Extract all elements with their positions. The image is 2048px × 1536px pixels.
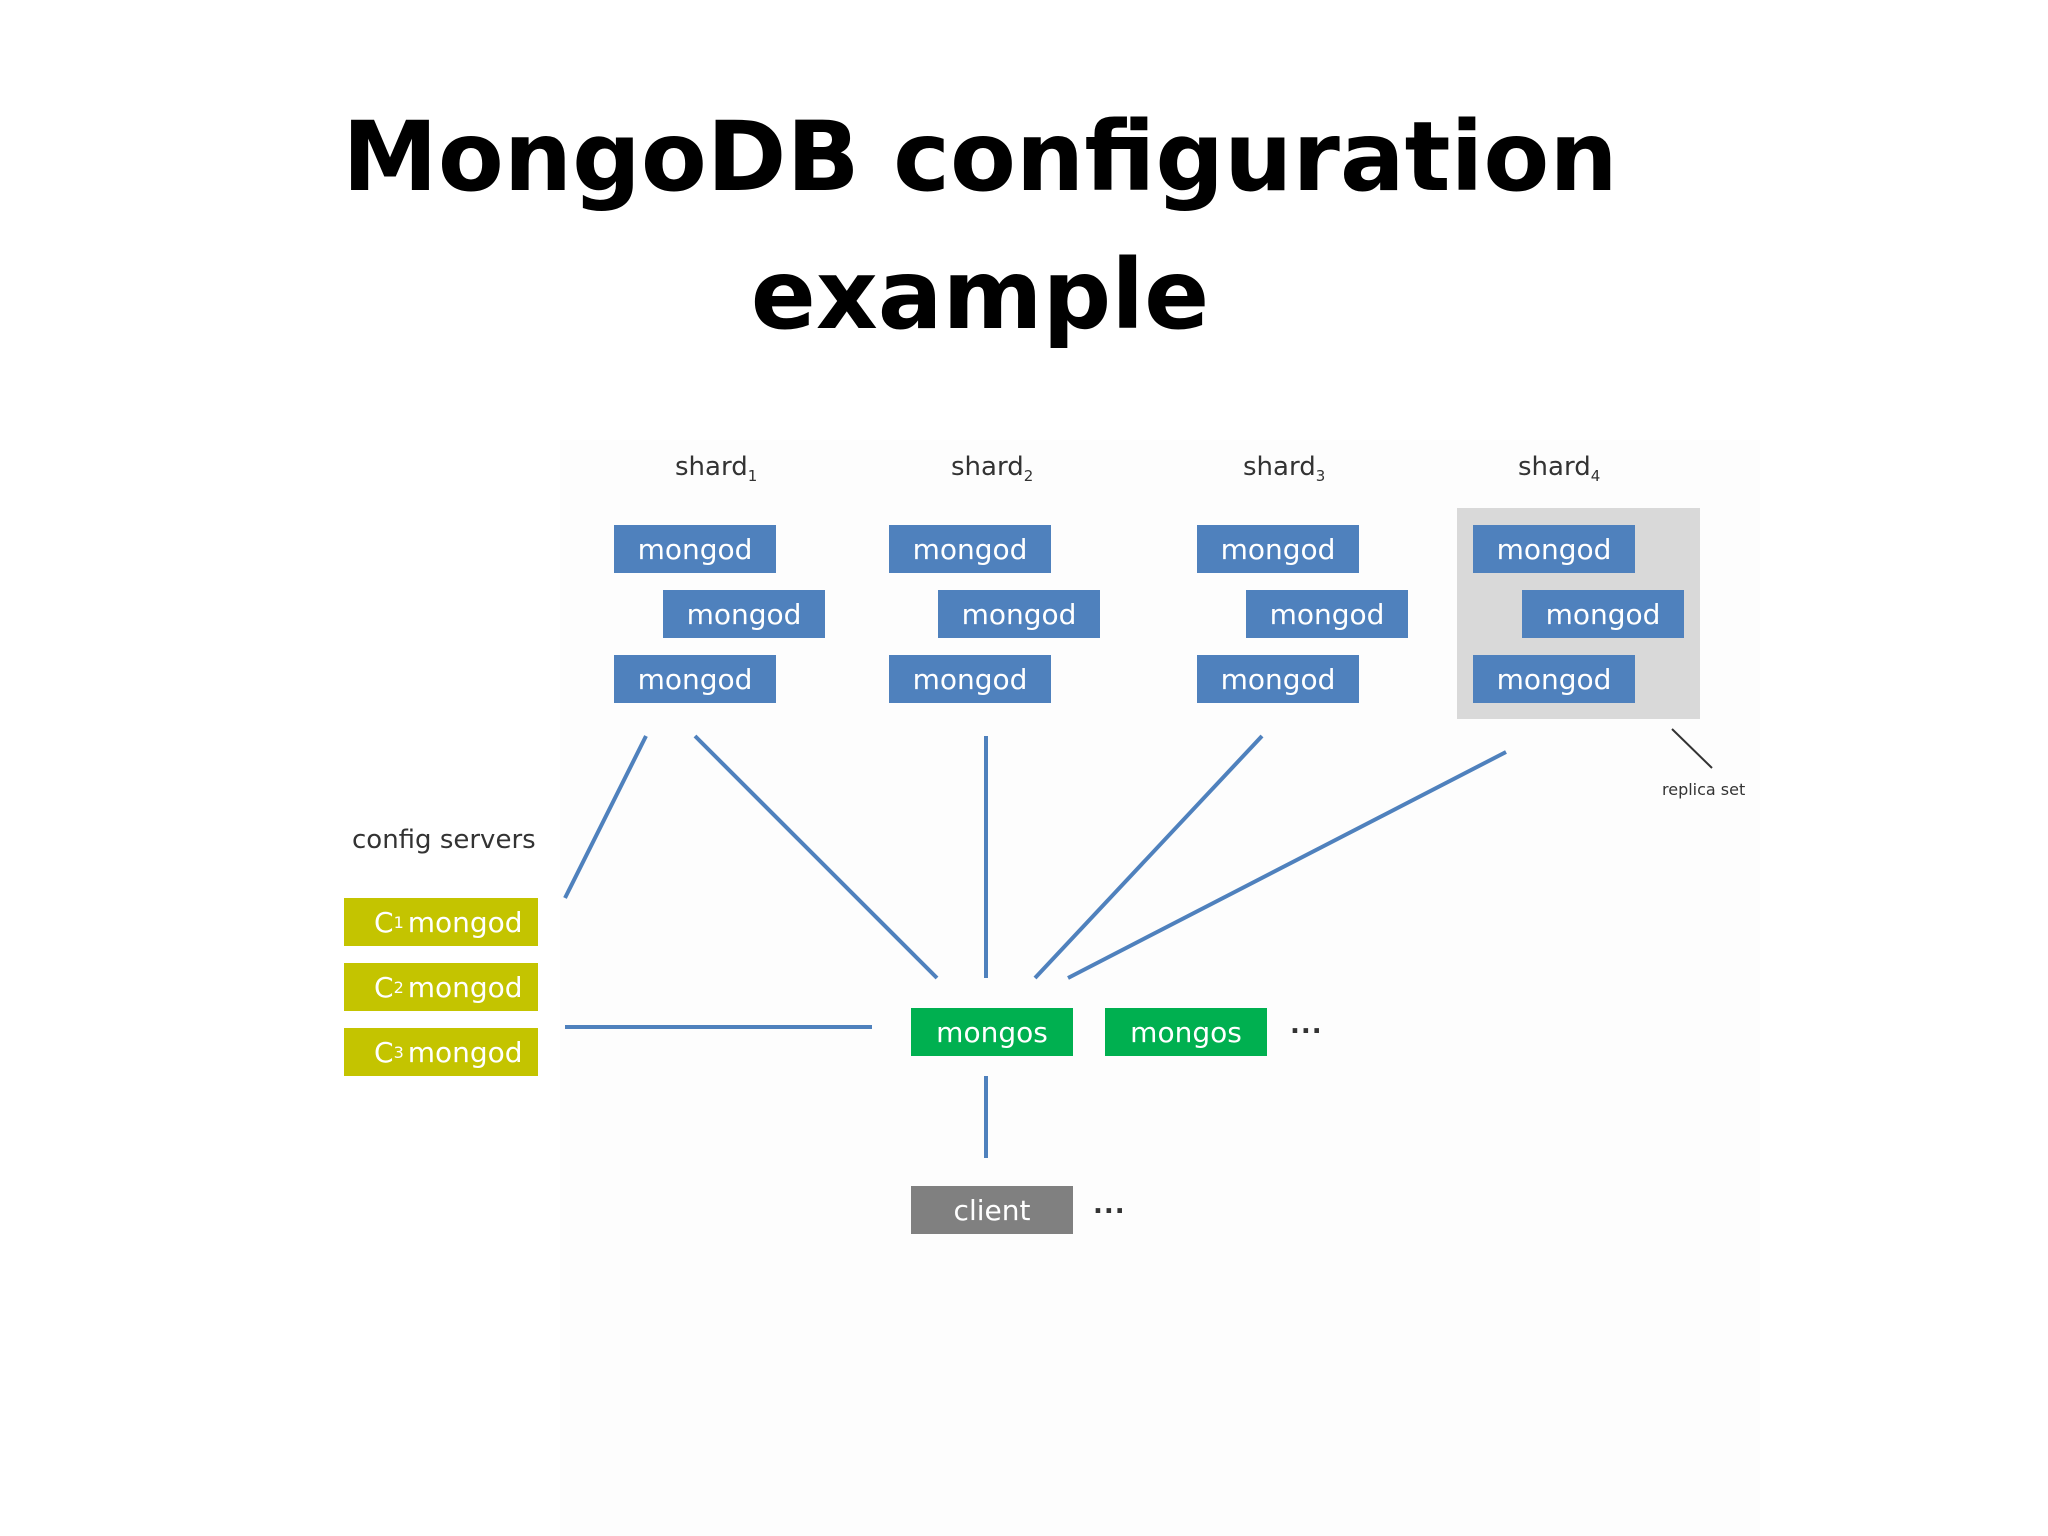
client: client (911, 1186, 1073, 1234)
title-line-1: MongoDB configuration (342, 101, 1618, 213)
wire-shard4-to-mongos (1067, 750, 1507, 980)
replica-set-pointer (1671, 728, 1713, 769)
shard-1-mongod-1: mongod (614, 525, 776, 573)
shard-1-mongod-2: mongod (663, 590, 825, 638)
shard-4-mongod-3: mongod (1473, 655, 1635, 703)
shard-4-label: shard4 (1518, 452, 1601, 485)
shard-3-label: shard3 (1243, 452, 1326, 485)
shard-2-label: shard2 (951, 452, 1034, 485)
wire-shard3-to-mongos (1033, 734, 1264, 980)
mongos-1: mongos (911, 1008, 1073, 1056)
shard-2-mongod-1: mongod (889, 525, 1051, 573)
shard-2-mongod-2: mongod (938, 590, 1100, 638)
mongos-ellipsis: ... (1290, 1010, 1323, 1040)
client-ellipsis: ... (1093, 1190, 1126, 1220)
shard-1-mongod-3: mongod (614, 655, 776, 703)
wire-shard1-to-mongos (693, 734, 939, 980)
shard-4-mongod-1: mongod (1473, 525, 1635, 573)
shard-3-mongod-1: mongod (1197, 525, 1359, 573)
shard-4-mongod-2: mongod (1522, 590, 1684, 638)
shard-1-label: shard1 (675, 452, 758, 485)
title-line-2: example (750, 239, 1210, 351)
shard-3-mongod-2: mongod (1246, 590, 1408, 638)
slide-title: MongoDB configuration example (0, 88, 1960, 364)
shard-3-mongod-3: mongod (1197, 655, 1359, 703)
mongos-2: mongos (1105, 1008, 1267, 1056)
replica-set-label: replica set (1662, 780, 1746, 799)
config-servers-heading: config servers (352, 825, 536, 855)
shard-2-mongod-3: mongod (889, 655, 1051, 703)
wire-shard1-to-config (563, 735, 648, 899)
